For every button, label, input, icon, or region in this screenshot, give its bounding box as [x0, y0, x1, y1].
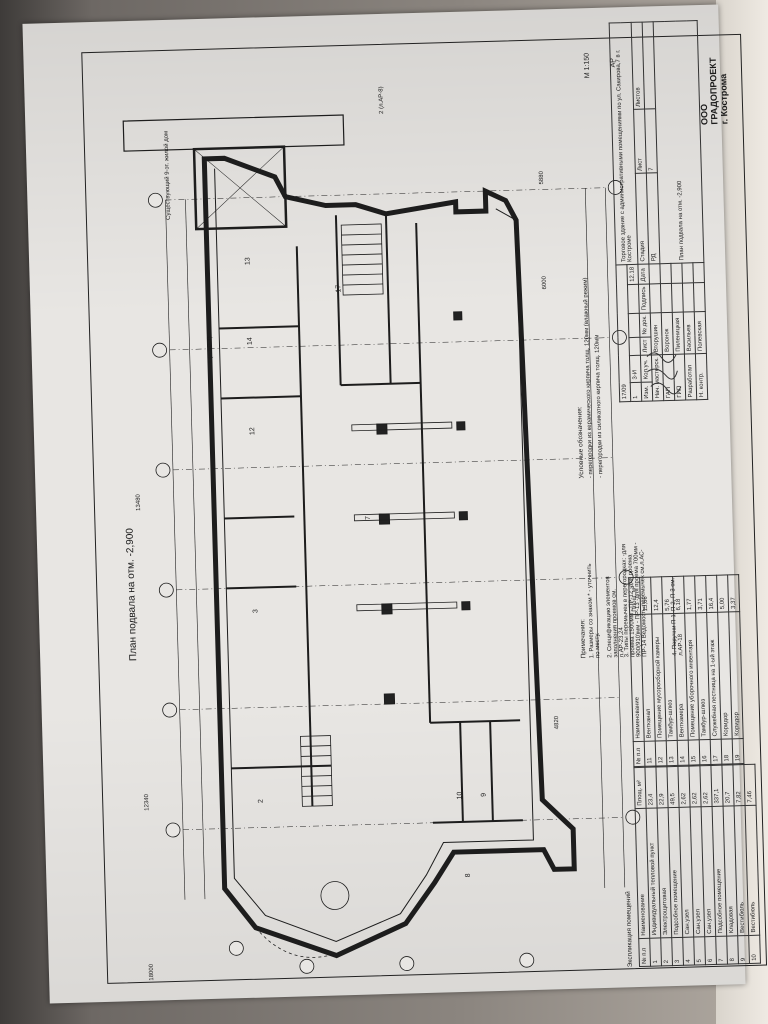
dimension-text: 13480: [135, 494, 143, 511]
dimension-text: 4820: [553, 715, 561, 730]
room-number: 14: [246, 337, 254, 346]
sheet-name: План подвала на отм. -2,900: [653, 20, 704, 264]
room-number: 9: [480, 792, 488, 797]
signature-scribbles: [646, 352, 682, 395]
floor-plan: [122, 114, 641, 974]
section-mark: 2 (л.АР-8): [378, 86, 386, 114]
company-name: ООО ГРАДОПРОЕКТ г. Кострома: [698, 57, 730, 126]
room-number: 3: [252, 609, 260, 614]
dimension-text: 6000: [541, 275, 549, 290]
title-block: 17/09 Торговое здание с административным…: [609, 20, 709, 402]
section-mark: 1 (л.АР-4): [207, 336, 215, 364]
room-number: 12: [249, 427, 257, 436]
building-outline: [201, 155, 577, 959]
dimension-text: 5880: [538, 171, 546, 185]
room-number: 2: [257, 798, 265, 804]
drawing-sheet: 13 14 12 3 2 7 8 9 10 17 План подвала на…: [22, 4, 768, 1004]
room-number: 10: [456, 791, 464, 800]
room-number: 13: [244, 257, 252, 266]
notes-title: Примечания:: [579, 619, 588, 659]
room-number: 17: [335, 284, 343, 293]
scale-label: М 1:150: [583, 52, 592, 79]
dimension-text: 18000: [148, 963, 156, 981]
dimension-text: 12340: [144, 793, 151, 811]
room-number: 8: [464, 873, 472, 878]
room-number: 7: [364, 515, 372, 520]
